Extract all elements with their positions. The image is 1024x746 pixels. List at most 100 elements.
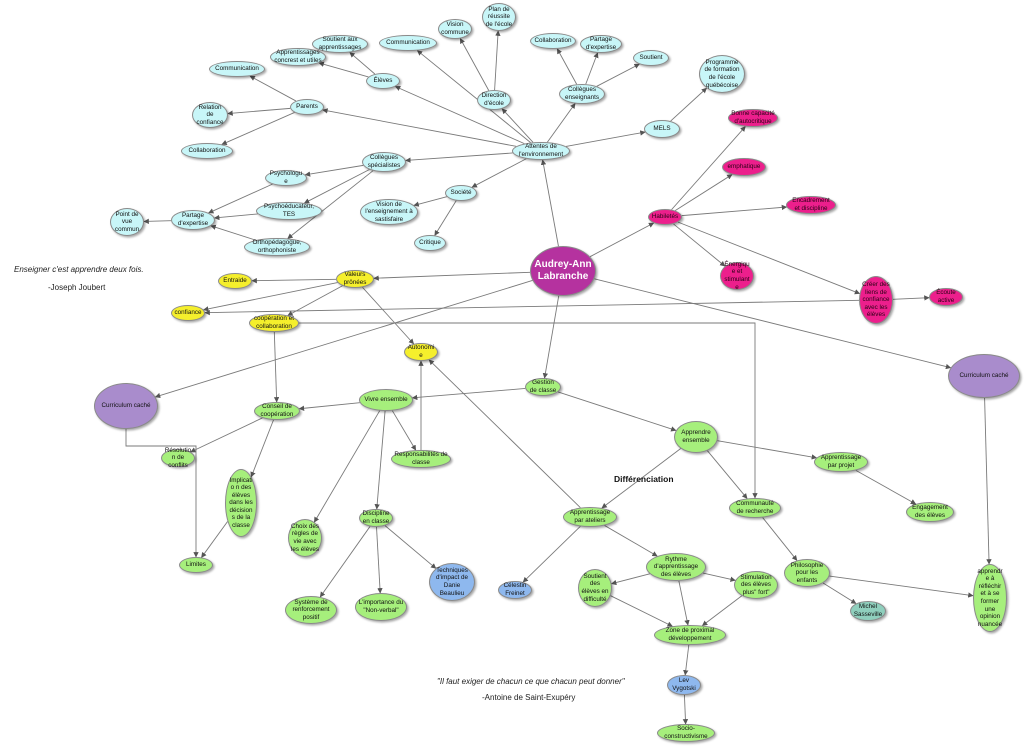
node-choix-regles[interactable]: Choix des règles de vie avec les élèves [288,519,322,557]
node-label: Système de renforcement positif [292,598,330,621]
node-vivre[interactable]: Vivre ensemble [359,389,413,411]
node-resolution[interactable]: Résolution de conflits [161,447,195,469]
edge-partage_exp-to-point_vue [143,218,172,225]
node-ce-soutient[interactable]: Soutient [633,50,669,66]
edge-orthoped-to-partage_exp [210,224,256,241]
node-orthoped[interactable]: Orthopédagogue, orthophoniste [244,238,310,256]
node-point-vue[interactable]: Point de vue commun [110,208,144,236]
node-partage-exp[interactable]: Partage d'expertise [171,210,215,230]
node-nonverbal[interactable]: L'importance du "Non-verbal" [355,593,407,621]
node-e-soutient[interactable]: Soutient aux apprentissages [312,35,368,53]
node-label: Valeurs prônées [343,271,367,286]
node-gestion[interactable]: Gestion de classe [525,378,561,396]
node-societe[interactable]: Société [445,185,477,201]
node-stimulation[interactable]: Stimulation des élèves plus" fort" [734,571,778,599]
node-apprendre-ens[interactable]: Apprendre ensemble [674,421,718,453]
node-bonne-cap[interactable]: Bonne capacité d'autocritique [728,109,778,127]
node-mels[interactable]: MELS [644,120,680,138]
node-ecoute[interactable]: Écoute active [929,288,963,306]
node-p-relation[interactable]: Relation de confiance [192,102,228,128]
node-techniques[interactable]: Techniques d'impact de Danie Beaulieu [429,563,475,601]
node-autonomie[interactable]: Autonomi e [404,343,438,361]
edge-center-to-gestion [542,295,560,379]
edge-curr_left-to-limites [125,429,199,558]
edge-habiletes-to-energique [673,223,726,267]
edge-coll_spec-to-psychologue [304,164,364,177]
node-label: Soutient [639,54,663,62]
node-label: Plan de réussite de l'école [485,5,513,28]
edge-label-differenciation: Différenciation [614,474,674,484]
node-curr-left[interactable]: Curriculum caché [94,383,158,429]
node-programme[interactable]: Programme de formation de l'école québéc… [699,55,745,93]
edge-habiletes-to-emphatique [674,174,733,211]
node-limites[interactable]: Limites [179,557,213,573]
node-apprendre-refl[interactable]: apprendre à réfléchir et à se former une… [973,564,1007,632]
node-label: Rythme d'apprentissage des élèves [653,555,699,578]
node-appr-projet[interactable]: Apprentissage par projet [814,452,868,472]
node-vygotski[interactable]: Lev Vygotski [667,675,701,695]
node-conseil[interactable]: Conseil de coopération [254,402,300,420]
node-coll-spec[interactable]: Collègues spécialistes [362,152,406,172]
node-label: Point de vue commun [114,210,140,233]
node-label: Discipline en classe [362,510,390,525]
node-vision-ens[interactable]: Vision de l'enseignement à sastisfaire [360,199,418,225]
node-responsab[interactable]: Responsabilités de classe [391,450,451,468]
node-energique[interactable]: Énergique et stimulante [720,261,754,291]
edge-appr_ateliers-to-rythme [604,525,658,557]
node-attentes[interactable]: Attentes de l'environnement [512,142,570,160]
edge-gestion-to-apprendre_ens [557,391,677,432]
node-habiletes[interactable]: Habiletés [648,209,682,225]
node-emphatique[interactable]: emphatique [722,158,766,176]
node-cooperation[interactable]: coopération et collaboration [249,314,299,332]
node-d-vision[interactable]: Vision commune [438,19,472,39]
node-appr-ateliers[interactable]: Apprentissage par ateliers [563,507,617,527]
node-entraide[interactable]: Entraide [218,273,252,289]
node-creer-liens[interactable]: Créer des liens de confiance avec les él… [859,276,893,324]
edge-attentes-to-coll_spec [405,152,513,163]
node-label: Engagement des élèves [912,504,948,519]
node-label: Communication [386,39,430,47]
node-implication[interactable]: Implicatio n des élèves dans les décisio… [225,469,257,537]
edge-appr_projet-to-engagement [855,469,917,505]
edge-valeurs-to-confiance [203,282,338,312]
node-a-comm[interactable]: Communication [379,35,437,51]
node-communaute[interactable]: Communauté de recherche [729,498,781,518]
node-encadrement[interactable]: Encadrement et discipline [786,196,836,214]
node-systeme[interactable]: Système de renforcement positif [285,596,337,624]
node-critique[interactable]: Critique [414,235,446,251]
node-soutient-diff[interactable]: Soutient des élèves en difficulté [578,569,612,607]
node-e-appr[interactable]: Apprentissages concrest et utiles [270,48,326,66]
node-zone[interactable]: Zone de proximal développement [654,625,726,645]
node-p-collab[interactable]: Collaboration [181,143,233,159]
node-label: Socio-constructivisme [664,725,708,740]
node-d-plan[interactable]: Plan de réussite de l'école [482,3,516,31]
node-psychologue[interactable]: Psychologue [265,170,307,186]
node-label: Apprentissages concrest et utiles [274,49,322,64]
edge-vivre-to-choix_regles [313,410,381,523]
node-psychoeduc[interactable]: Psychoéducateur, TES [256,202,322,220]
node-discipline[interactable]: Discipline en classe [359,509,393,527]
edge-appr_ateliers-to-autonomie [428,359,581,508]
node-confiance[interactable]: confiance [171,305,205,321]
node-philosophie[interactable]: Philosophie pour les enfants [784,559,830,587]
node-direction[interactable]: Direction d'école [477,90,511,110]
node-label: Collaboration [188,147,226,155]
node-ce-collab[interactable]: Collaboration [530,33,576,49]
node-coll-ens[interactable]: Collègues enseignants [559,84,605,104]
node-engagement[interactable]: Engagement des élèves [906,502,954,522]
node-curr-right[interactable]: Curriculum caché [948,354,1020,398]
node-valeurs[interactable]: Valeurs prônées [336,270,374,288]
node-parents[interactable]: Parents [290,99,324,115]
node-label: Soutient des élèves en difficulté [581,572,609,603]
node-center[interactable]: Audrey-Ann Labranche [530,246,596,296]
edge-valeurs-to-autonomie [362,286,415,345]
edge-attentes-to-mels [565,130,646,147]
node-socio[interactable]: Socio-constructivisme [657,724,715,742]
node-sasseville[interactable]: Michel Sasseville [850,601,886,621]
node-rythme[interactable]: Rythme d'apprentissage des élèves [646,553,706,581]
node-eleves[interactable]: Élèves [366,73,400,89]
node-ce-partage[interactable]: Partage d'expertise [580,35,622,53]
edge-coll_spec-to-psychoeduc [303,169,370,204]
node-freinet[interactable]: Célestin Freinet [498,581,532,599]
node-p-comm[interactable]: Communication [209,61,265,77]
